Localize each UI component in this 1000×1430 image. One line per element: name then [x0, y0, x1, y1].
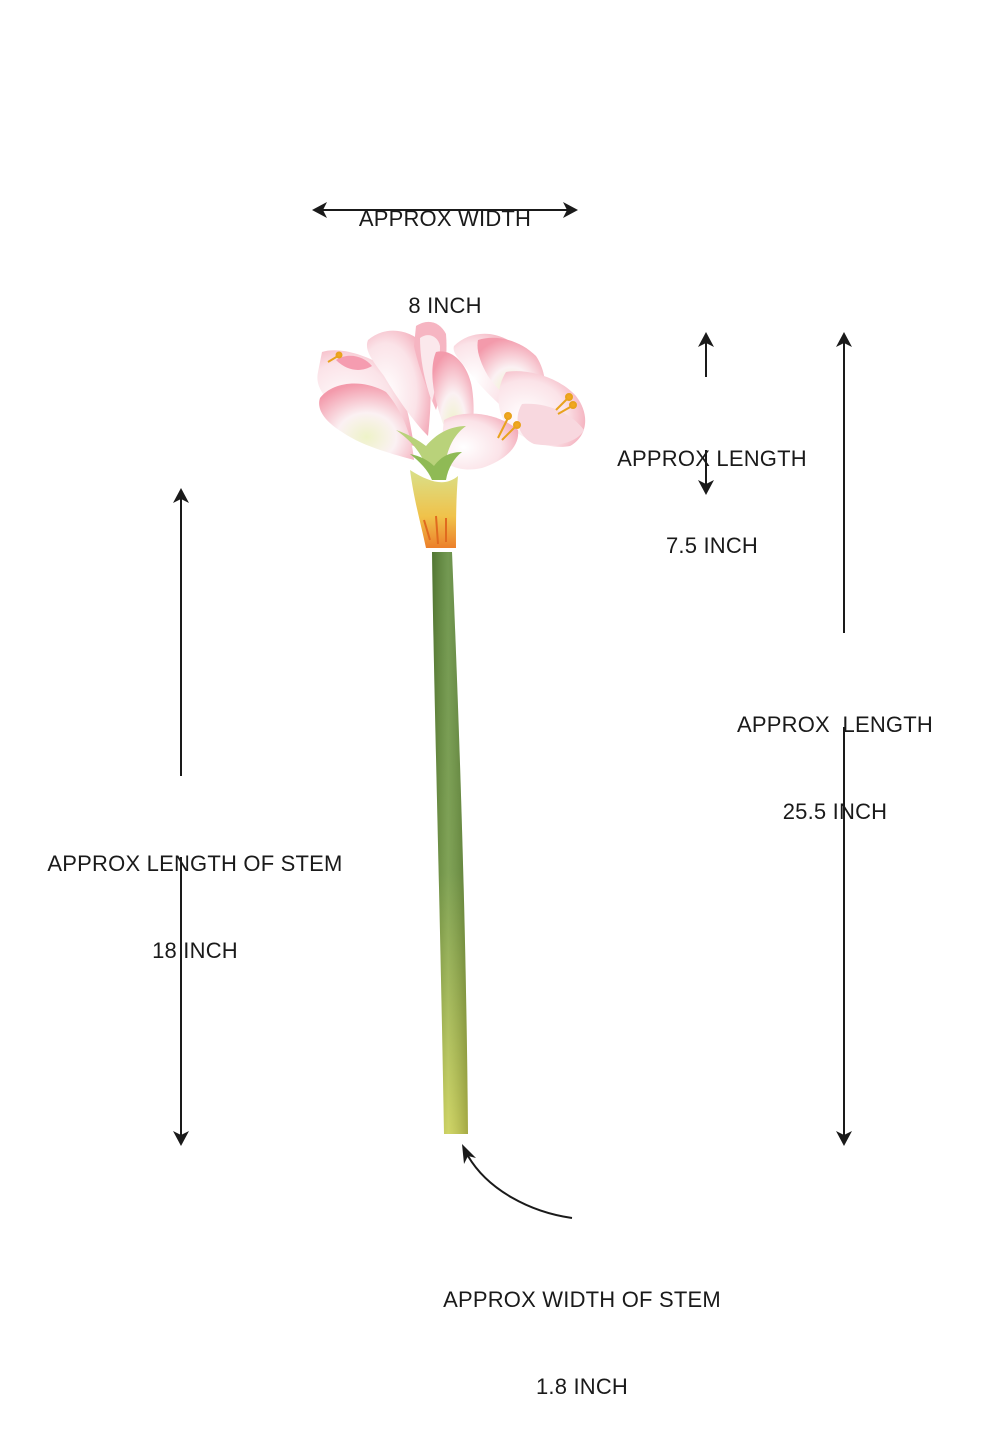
overall-width-value: 8 INCH	[408, 293, 482, 318]
total-length-value: 25.5 INCH	[782, 799, 888, 824]
total-length-label: APPROX LENGTH 25.5 INCH	[715, 652, 955, 855]
amaryllis-flower-illustration	[317, 321, 586, 1134]
stem-length-arrow	[173, 488, 189, 1146]
flower-length-arrow	[698, 332, 714, 495]
flower-length-title: APPROX LENGTH	[617, 446, 807, 471]
stem-length-title: APPROX LENGTH OF STEM	[47, 851, 343, 876]
flower-bract	[410, 470, 458, 548]
flower-length-value: 7.5 INCH	[665, 533, 759, 558]
overall-width-label: APPROX WIDTH 8 INCH	[300, 146, 590, 349]
overall-width-title: APPROX WIDTH	[358, 206, 532, 231]
total-length-title: APPROX LENGTH	[737, 712, 933, 737]
overall-width-arrow	[312, 202, 578, 218]
stem-width-label: APPROX WIDTH OF STEM 1.8 INCH	[412, 1227, 752, 1430]
stem-width-title: APPROX WIDTH OF STEM	[443, 1287, 721, 1312]
flower-length-label: APPROX LENGTH 7.5 INCH	[592, 386, 832, 589]
dimension-diagram	[173, 202, 852, 1219]
stem-width-arrow	[462, 1144, 573, 1219]
stem-width-value: 1.8 INCH	[535, 1374, 629, 1399]
stem-length-value: 18 INCH	[152, 938, 238, 963]
stem-length-label: APPROX LENGTH OF STEM 18 INCH	[20, 791, 370, 994]
total-length-arrow	[836, 332, 852, 1146]
